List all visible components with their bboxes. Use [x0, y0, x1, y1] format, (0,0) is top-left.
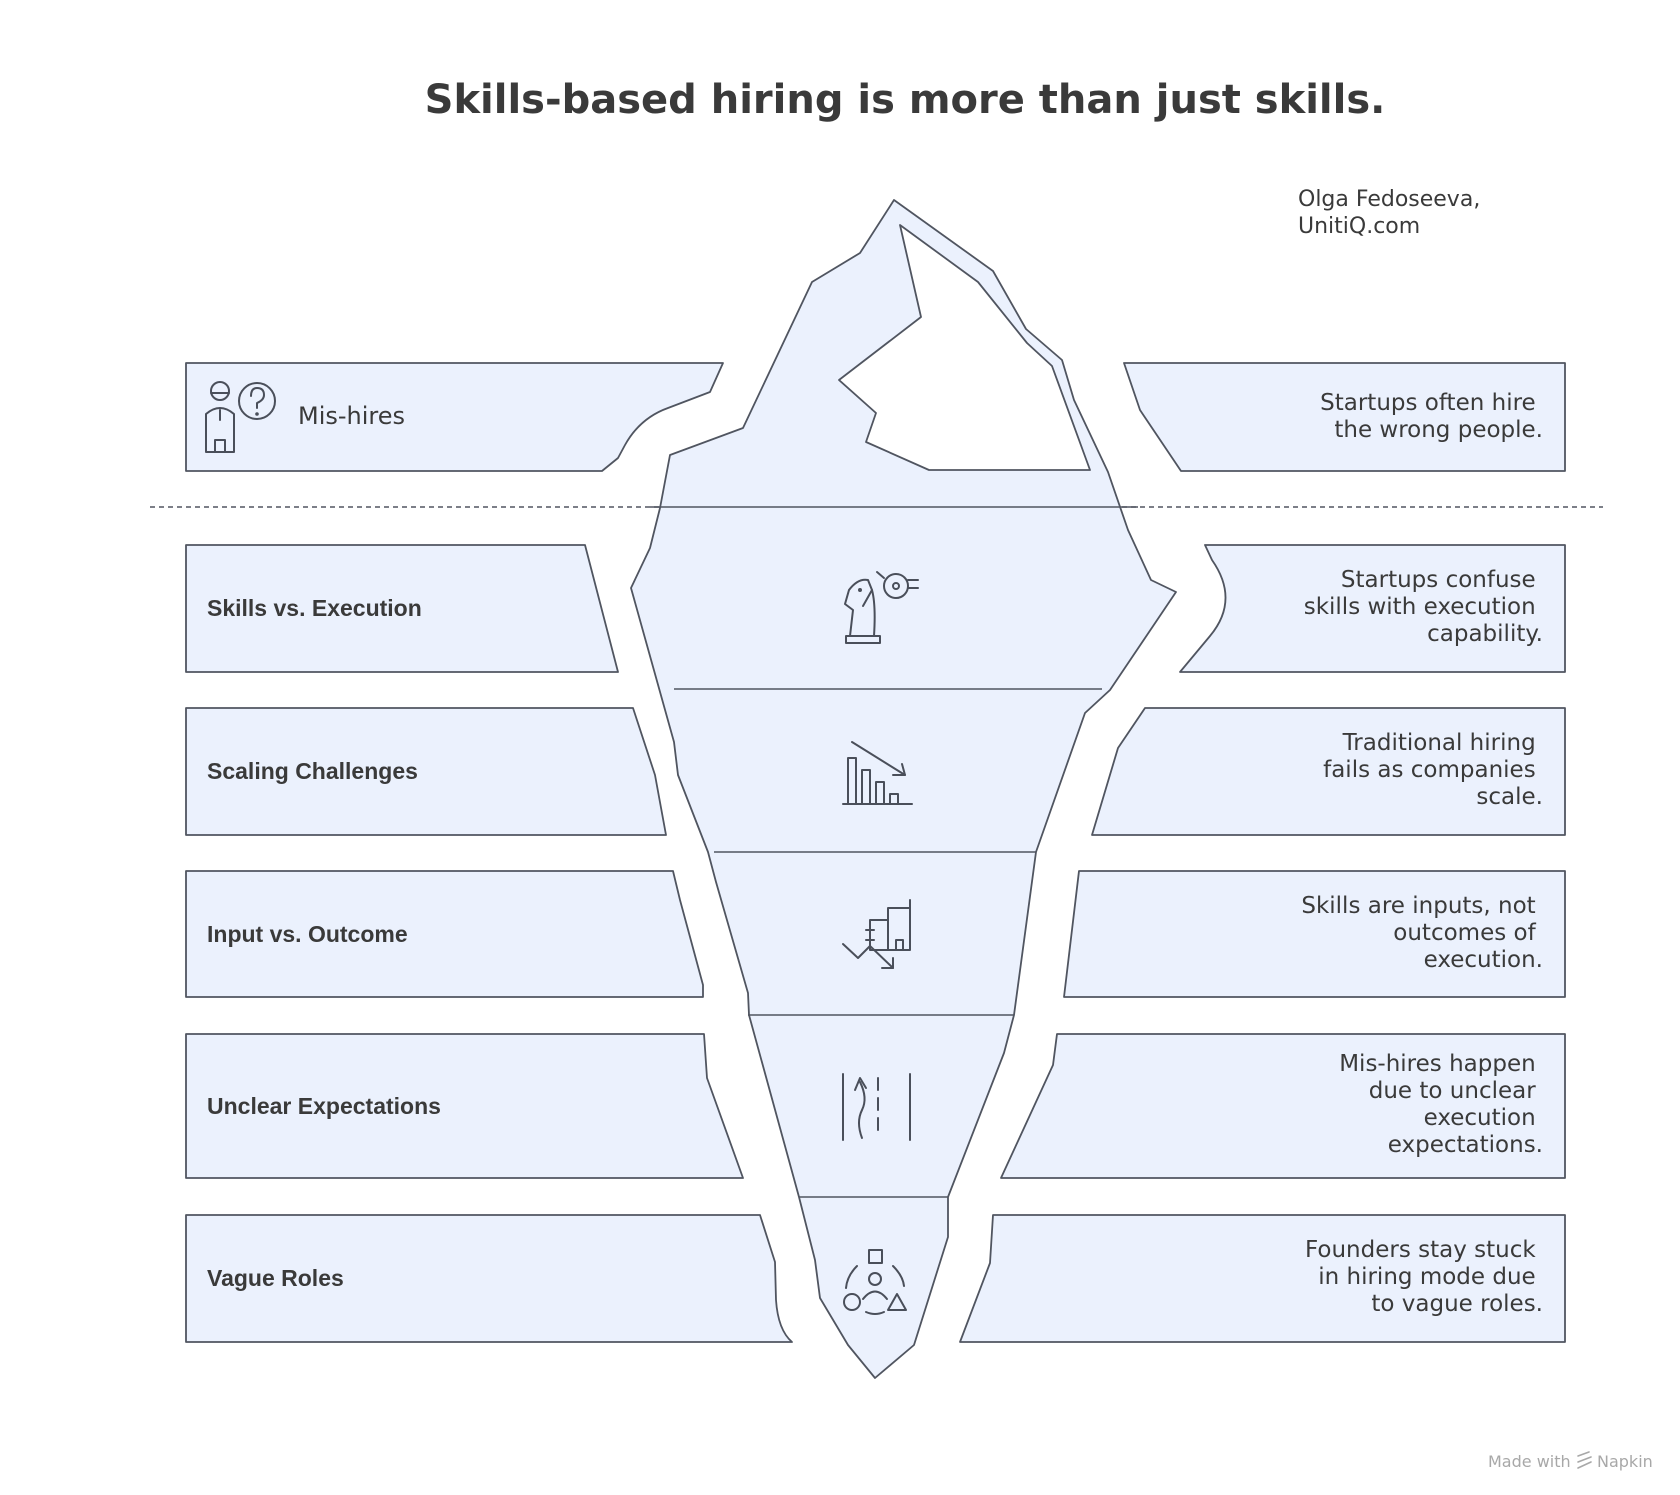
layer-label: Mis-hires [298, 402, 405, 430]
buildings-downtrend-icon [842, 899, 911, 969]
layer-label: Scaling Challenges [207, 758, 418, 784]
left-panel-skills-vs-execution [185, 544, 619, 673]
page-title: Skills-based hiring is more than just sk… [425, 77, 1386, 123]
footer-made-with: Made with [1488, 1452, 1571, 1471]
left-panel-input-vs-outcome [185, 870, 704, 998]
declining-bar-chart-icon [842, 741, 913, 805]
layer-description: Skills are inputs, not outcomes of execu… [1301, 893, 1543, 973]
winding-road-icon [842, 1073, 911, 1141]
left-panel-scaling-challenges [185, 707, 667, 836]
left-panel-vague-roles [185, 1214, 793, 1343]
chess-knight-target-icon [844, 571, 919, 644]
right-panel-vague-roles [959, 1214, 1566, 1343]
left-panel-unclear-expectations [185, 1033, 744, 1179]
layer-label: Skills vs. Execution [207, 595, 422, 621]
layer-description: Startups often hire the wrong people. [1320, 390, 1543, 443]
layer-label: Input vs. Outcome [207, 921, 408, 947]
layer-description: Founders stay stuck in hiring mode due t… [1305, 1237, 1543, 1317]
layer-description: Traditional hiring fails as companies sc… [1323, 730, 1543, 810]
footer-brand: Napkin [1597, 1452, 1653, 1471]
author-site: UnitiQ.com [1298, 214, 1420, 239]
iceberg-snow-cap [838, 224, 1091, 471]
layer-label: Vague Roles [207, 1265, 344, 1291]
right-panel-scaling-challenges [1091, 707, 1566, 836]
roles-shapes-person-icon [843, 1249, 907, 1315]
right-panel-mis-hires [1123, 362, 1566, 472]
layer-label: Unclear Expectations [207, 1093, 441, 1119]
right-panel-input-vs-outcome [1063, 870, 1566, 998]
author-name: Olga Fedoseeva, [1298, 187, 1480, 212]
layer-description: Mis-hires happen due to unclear executio… [1339, 1051, 1543, 1158]
left-panel-mis-hires [185, 362, 724, 472]
mis-hire-person-question-icon [205, 381, 276, 453]
layer-description: Startups confuse skills with execution c… [1304, 567, 1543, 647]
iceberg-body [630, 199, 1177, 1379]
napkin-logo-icon [1577, 1451, 1592, 1469]
right-panel-unclear-expectations [1000, 1033, 1566, 1179]
right-panel-skills-vs-execution [1179, 544, 1566, 673]
